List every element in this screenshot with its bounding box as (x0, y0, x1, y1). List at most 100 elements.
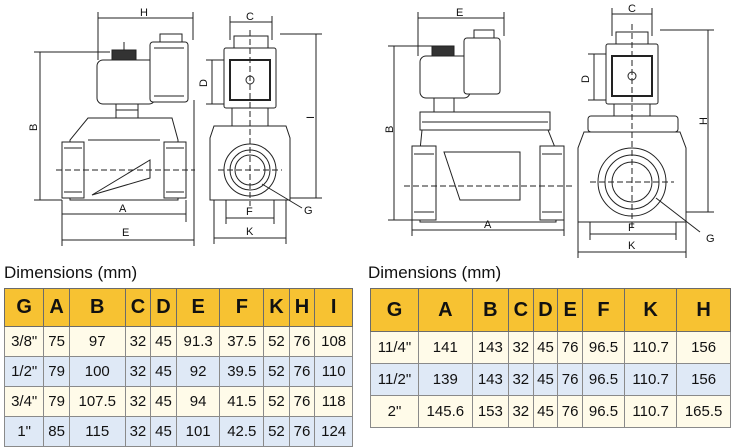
left-label-g: G (304, 205, 313, 217)
table-cell: 75 (43, 326, 70, 357)
right-label-k: K (628, 240, 636, 252)
table1-header: F (219, 288, 265, 327)
table-cell: 11/2" (370, 363, 419, 396)
table-cell: 45 (150, 356, 177, 387)
table-cell: 52 (263, 416, 290, 447)
table-cell: 156 (676, 363, 731, 396)
left-label-e: E (122, 227, 129, 239)
left-label-k: K (246, 226, 254, 238)
table-cell: 52 (263, 356, 290, 387)
table1-header: I (314, 288, 353, 327)
table-cell: 110.7 (624, 395, 678, 428)
table2-header: B (471, 288, 509, 332)
table-cell: 45 (150, 416, 177, 447)
table-cell: 1" (3, 416, 45, 447)
table-cell: 100 (68, 356, 126, 387)
table2-header: F (581, 288, 626, 332)
table-cell: 52 (263, 386, 290, 417)
right-side-view (388, 12, 572, 236)
left-label-d: D (198, 79, 210, 87)
table-cell: 96.5 (581, 331, 626, 364)
table-cell: 143 (471, 363, 509, 396)
table2-header: E (557, 288, 583, 332)
table-cell: 91.3 (175, 326, 221, 357)
table-cell: 156 (676, 331, 731, 364)
table-cell: 118 (314, 386, 353, 417)
table-cell: 97 (68, 326, 126, 357)
left-side-view (34, 12, 195, 246)
right-label-f: F (628, 222, 635, 234)
table-cell: 110.7 (624, 331, 678, 364)
table2-header-row: G A B C D E F K H (370, 288, 731, 332)
table-cell: 165.5 (676, 395, 731, 428)
table-row: 3/4" 79 107.5 32 45 94 41.5 52 76 118 (3, 386, 353, 417)
table-cell: 153 (471, 395, 509, 428)
table1-header: E (175, 288, 221, 327)
table-row: 2" 145.6 153 32 45 76 96.5 110.7 165.5 (370, 395, 731, 428)
left-label-h: H (140, 7, 148, 19)
table-cell: 76 (288, 356, 316, 387)
table-cell: 76 (557, 395, 583, 428)
table-cell: 11/4" (370, 331, 419, 364)
table-cell: 37.5 (219, 326, 265, 357)
table-cell: 110 (314, 356, 353, 387)
table-cell: 79 (43, 356, 70, 387)
right-label-d: D (580, 75, 592, 83)
table1-header-row: G A B C D E F K H I (3, 288, 353, 327)
right-front-view (577, 8, 714, 258)
table-cell: 52 (263, 326, 290, 357)
table-cell: 108 (314, 326, 353, 357)
table-cell: 143 (471, 331, 509, 364)
table1-header: C (124, 288, 152, 327)
table-cell: 3/4" (3, 386, 45, 417)
left-label-a: A (119, 203, 127, 215)
table-cell: 32 (124, 356, 152, 387)
table-cell: 2" (370, 395, 419, 428)
table1-header: B (68, 288, 126, 327)
table-cell: 145.6 (417, 395, 473, 428)
table-cell: 45 (532, 363, 559, 396)
table-cell: 107.5 (68, 386, 126, 417)
table1-header: A (43, 288, 70, 327)
table-cell: 110.7 (624, 363, 678, 396)
table-cell: 92 (175, 356, 221, 387)
table-row: 1/2" 79 100 32 45 92 39.5 52 76 110 (3, 356, 353, 387)
right-label-g: G (706, 233, 715, 245)
table-cell: 76 (557, 331, 583, 364)
right-label-h: H (698, 117, 710, 125)
table2-header: C (507, 288, 534, 332)
table-cell: 45 (150, 326, 177, 357)
table2-header: A (417, 288, 473, 332)
table-cell: 42.5 (219, 416, 265, 447)
table-cell: 41.5 (219, 386, 265, 417)
table-cell: 85 (43, 416, 70, 447)
left-label-b: B (28, 124, 40, 131)
table-cell: 141 (417, 331, 473, 364)
table-cell: 139 (417, 363, 473, 396)
table-cell: 45 (532, 331, 559, 364)
table-cell: 124 (314, 416, 353, 447)
table2-header: G (370, 288, 419, 332)
table-cell: 3/8" (3, 326, 45, 357)
table-cell: 76 (557, 363, 583, 396)
table1-header: G (3, 288, 45, 327)
table-row: 11/2" 139 143 32 45 76 96.5 110.7 156 (370, 363, 731, 396)
table-cell: 96.5 (581, 363, 626, 396)
table-cell: 32 (124, 386, 152, 417)
table-cell: 39.5 (219, 356, 265, 387)
table-cell: 101 (175, 416, 221, 447)
technical-drawings: H C D B I A E F K G E C D B H A F K G (28, 3, 715, 258)
table-cell: 45 (150, 386, 177, 417)
table2-caption: Dimensions (mm) (368, 263, 502, 282)
table2-header: D (532, 288, 559, 332)
dimensions-table-1: G A B C D E F K H I 3/8" 75 97 32 45 91.… (3, 288, 353, 447)
left-label-i: I (305, 116, 317, 119)
table-row: 11/4" 141 143 32 45 76 96.5 110.7 156 (370, 331, 731, 364)
right-label-a: A (484, 219, 492, 231)
table-row: 1" 85 115 32 45 101 42.5 52 76 124 (3, 416, 353, 447)
table1-caption: Dimensions (mm) (4, 263, 138, 282)
right-label-b: B (384, 126, 396, 133)
table-cell: 32 (507, 331, 534, 364)
table1-header: D (150, 288, 177, 327)
table-cell: 32 (507, 363, 534, 396)
